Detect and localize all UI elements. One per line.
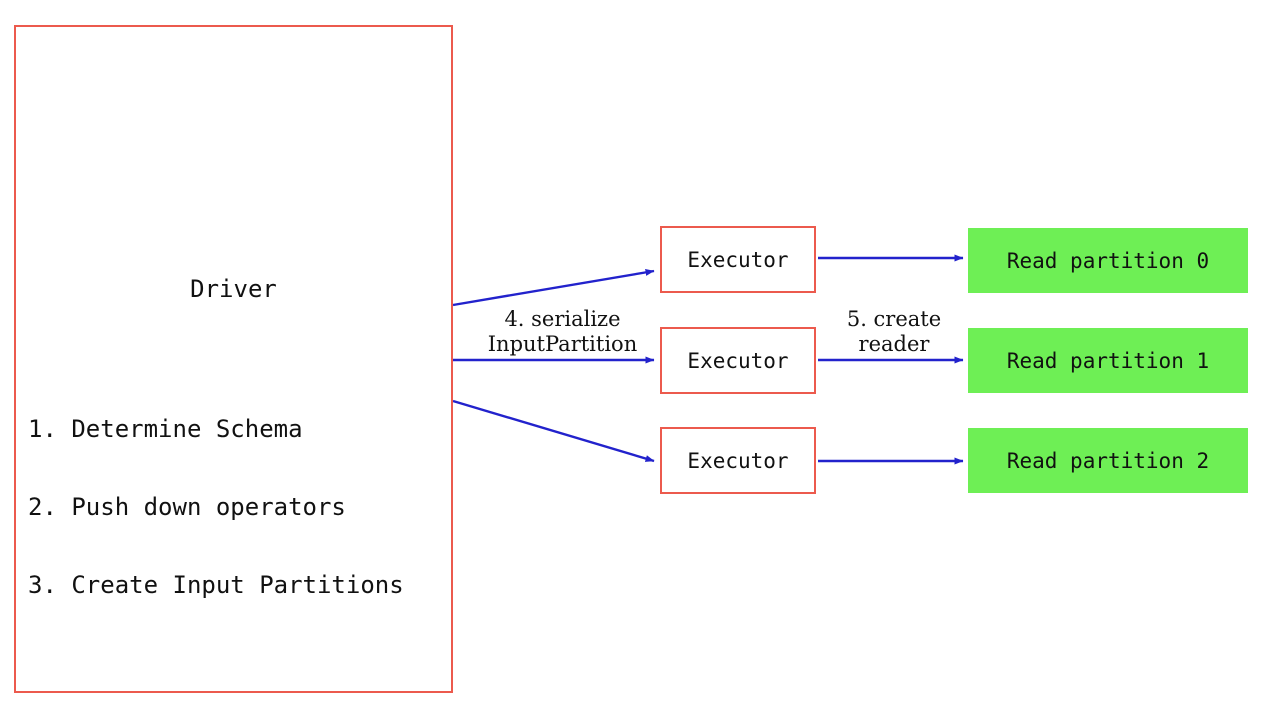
partition-label-1: Read partition 1 [1006, 348, 1210, 373]
edge-label-create-reader-line2: reader [858, 332, 930, 356]
driver-step-1: 1. Determine Schema [28, 415, 303, 443]
edge-label-serialize-line1: 4. serialize [504, 307, 621, 331]
driver-title: Driver [190, 275, 277, 303]
executor-box-2: Executor [660, 427, 816, 494]
partition-label-0: Read partition 0 [1006, 248, 1210, 273]
partition-label-2: Read partition 2 [1006, 448, 1210, 473]
partition-box-2: Read partition 2 [968, 428, 1248, 493]
arrow-driver-to-executor-2 [452, 399, 655, 463]
executor-label-2: Executor [687, 448, 789, 473]
edge-label-serialize-line2: InputPartition [487, 332, 638, 356]
arrow-driver-to-executor-0 [452, 268, 655, 307]
executor-label-0: Executor [687, 247, 789, 272]
executor-box-1: Executor [660, 327, 816, 394]
driver-step-2: 2. Push down operators [28, 493, 346, 521]
partition-box-1: Read partition 1 [968, 328, 1248, 393]
edge-label-serialize: 4. serialize InputPartition [460, 307, 665, 357]
driver-step-3: 3. Create Input Partitions [28, 571, 404, 599]
executor-box-0: Executor [660, 226, 816, 293]
edge-label-create-reader-line1: 5. create [846, 307, 942, 331]
partition-box-0: Read partition 0 [968, 228, 1248, 293]
edge-label-create-reader: 5. create reader [823, 307, 965, 357]
driver-steps-list: 1. Determine Schema 2. Push down operato… [28, 364, 404, 650]
driver-box [14, 25, 453, 693]
executor-label-1: Executor [687, 348, 789, 373]
